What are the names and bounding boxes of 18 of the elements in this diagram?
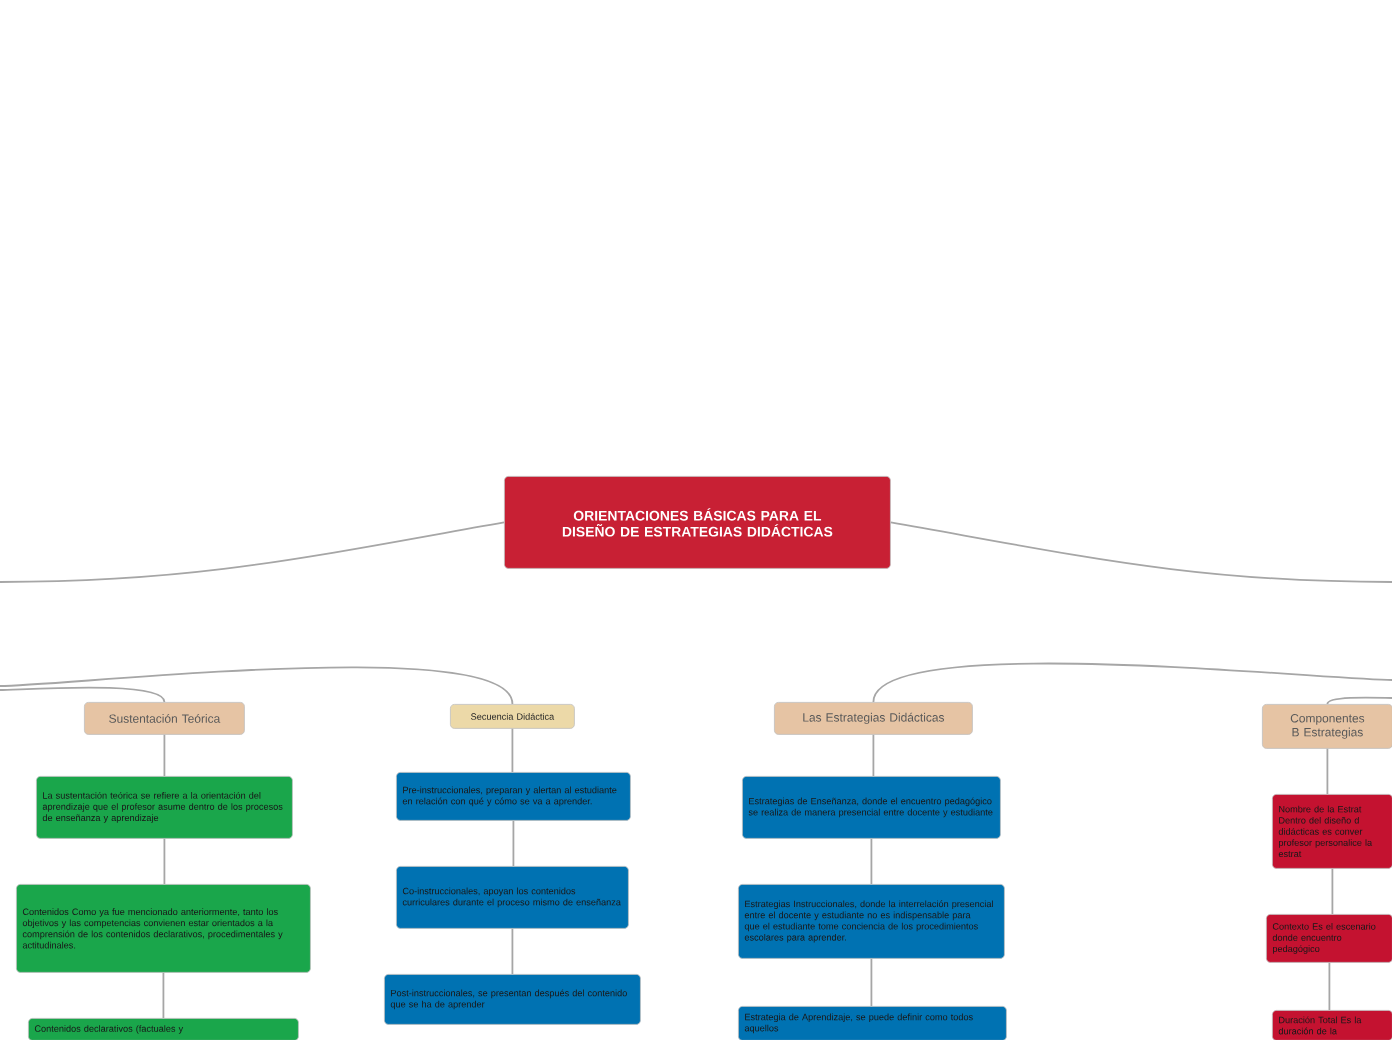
connector-line (1331, 867, 1334, 915)
connector-line (1326, 747, 1329, 795)
connector-line (0, 686, 166, 703)
connector-line (0, 521, 505, 583)
connector-line (0, 666, 514, 705)
connector-line (889, 521, 1392, 583)
connector-line (163, 837, 166, 885)
connector-line (870, 837, 873, 885)
connector-line (162, 971, 165, 1019)
connector-line (870, 957, 873, 1007)
connector-line (872, 662, 1392, 703)
connector-line (511, 927, 514, 975)
connector-line (512, 819, 515, 867)
connector-line (1326, 696, 1392, 705)
connector-line (872, 733, 875, 777)
connector-line (163, 733, 166, 777)
connector-line (511, 727, 514, 773)
connector-line (1328, 961, 1331, 1011)
